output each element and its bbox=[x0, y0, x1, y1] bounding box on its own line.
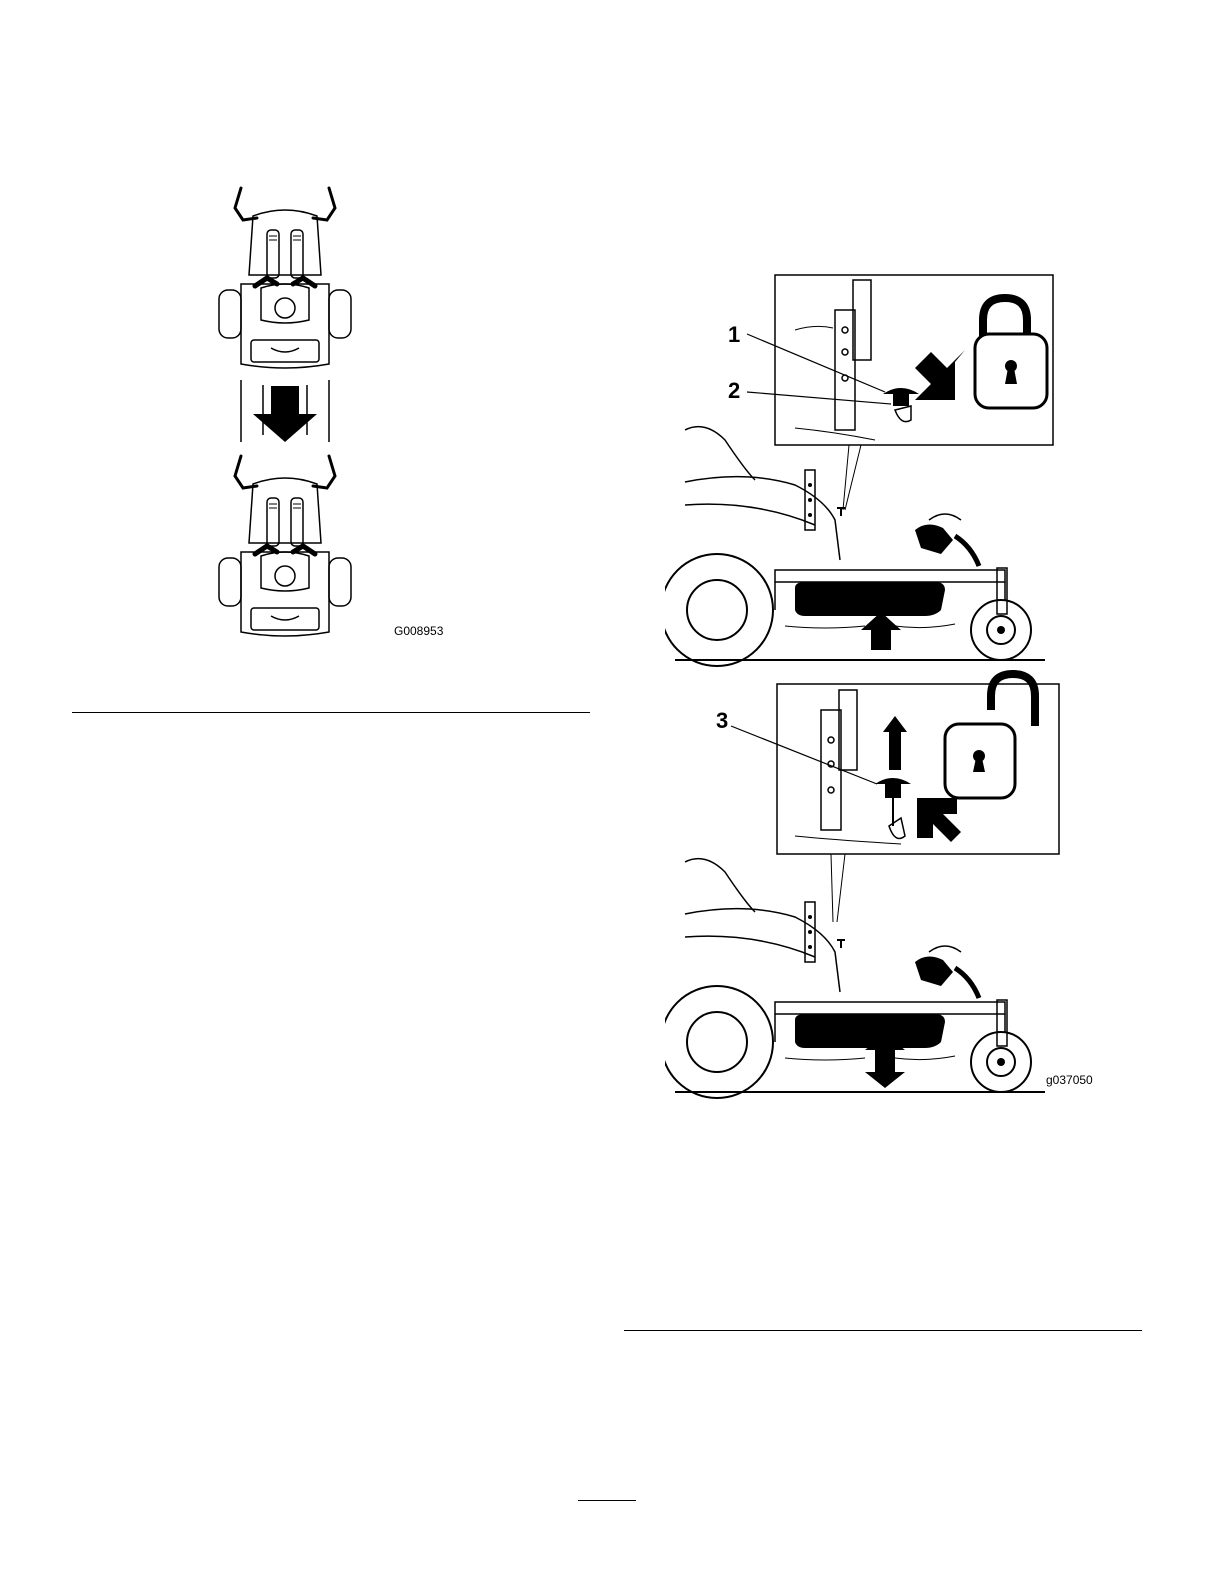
arrow-icon bbox=[861, 612, 901, 650]
mower-top-view-icon bbox=[219, 188, 351, 368]
figure-code: g037050 bbox=[1046, 1073, 1093, 1087]
operator-top-view-drawing bbox=[205, 180, 455, 650]
callout-3: 3 bbox=[716, 708, 728, 734]
section-divider-right bbox=[624, 1330, 1142, 1331]
section-divider-left bbox=[72, 712, 590, 713]
deck-lift-pin-drawing bbox=[665, 270, 1065, 1100]
footer-page-number-rule bbox=[578, 1500, 636, 1501]
mower-top-view-icon bbox=[219, 456, 351, 636]
operator-position-figure bbox=[205, 180, 455, 650]
deck-lift-pin-figure bbox=[665, 270, 1065, 1100]
callout-2: 2 bbox=[728, 378, 740, 404]
callout-1: 1 bbox=[728, 322, 740, 348]
mower-side-view-icon bbox=[665, 859, 1045, 1098]
figure-code: G008953 bbox=[394, 624, 443, 638]
mower-side-view-icon bbox=[665, 427, 1045, 666]
